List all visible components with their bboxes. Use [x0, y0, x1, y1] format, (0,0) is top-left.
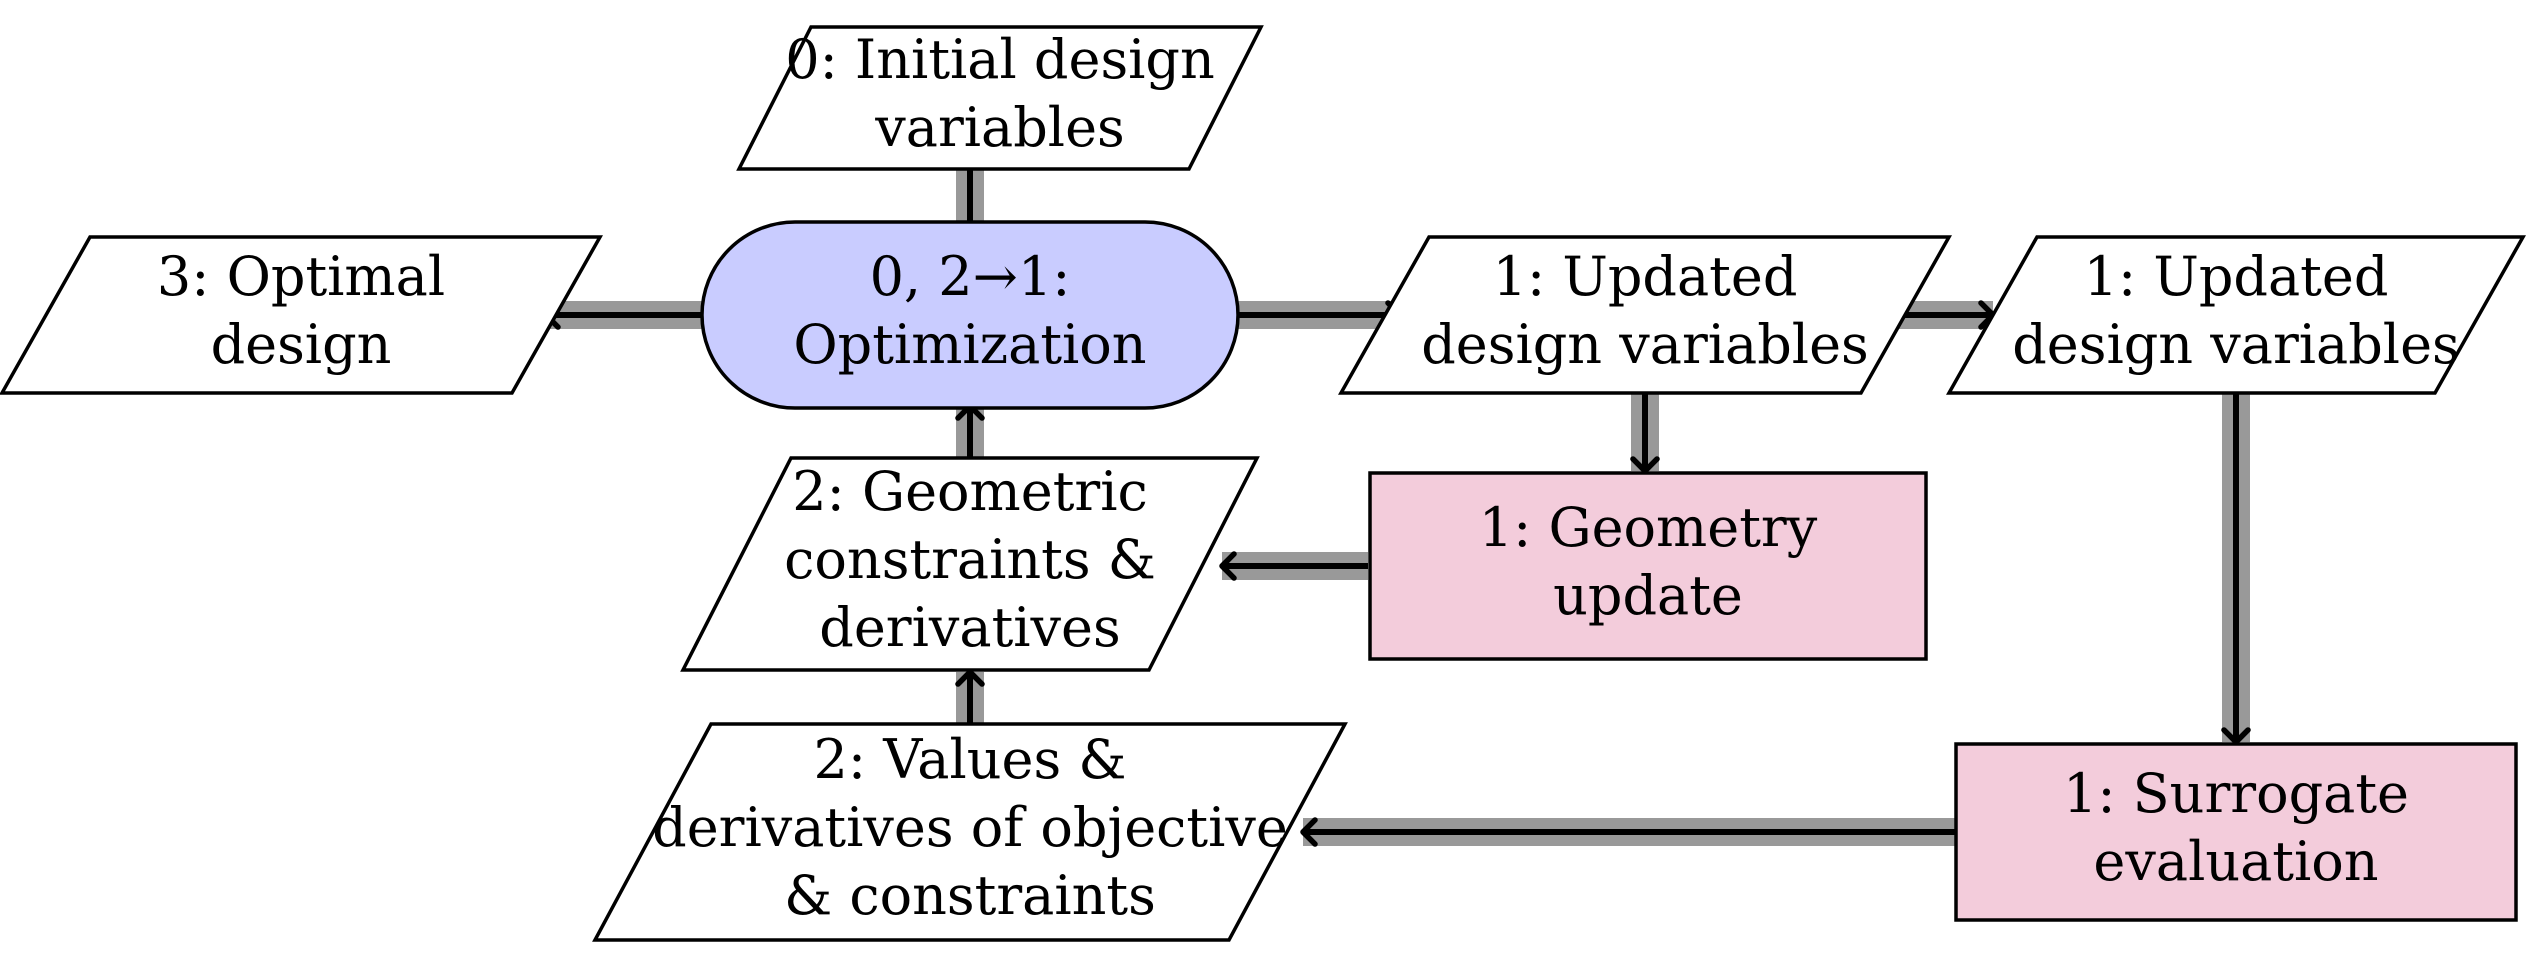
data-parallelogram: [736, 25, 1264, 171]
node-label-line: derivatives of objective: [652, 796, 1288, 859]
node-label-line: 1: Updated: [1493, 245, 1798, 308]
edge-geometric_constraints-to-optimization: [955, 403, 985, 457]
data-parallelogram: [1946, 235, 2526, 395]
node-label-line: 0, 2→1:: [870, 245, 1071, 308]
node-label-line: 1: Updated: [2084, 245, 2389, 308]
node-label-line: derivatives: [819, 596, 1120, 659]
node-label-line: Optimization: [793, 313, 1146, 376]
node-label-line: evaluation: [2093, 830, 2378, 893]
node-label-line: variables: [874, 96, 1125, 159]
node-label-line: design: [211, 313, 392, 376]
edge-geometry_update-to-geometric_constraints: [1219, 551, 1368, 581]
data-parallelogram: [1338, 235, 1952, 395]
data-parallelogram: [592, 722, 1348, 942]
node-label-line: 2: Values &: [814, 728, 1127, 791]
arrowhead-icon: [1630, 456, 1660, 474]
edge-optimization-to-optimal_design: [543, 300, 703, 330]
node-label-line: design variables: [1421, 313, 1869, 376]
node-label-line: constraints &: [784, 528, 1156, 591]
node-values-derivatives: 2: Values &derivatives of objective& con…: [592, 722, 1348, 942]
arrowhead-icon: [2221, 727, 2251, 745]
component-shape: [1954, 742, 2518, 922]
arrowhead-icon: [1219, 551, 1237, 581]
node-label-line: update: [1553, 564, 1743, 627]
node-label-line: 0: Initial design: [785, 28, 1215, 91]
edge-layer: [543, 168, 2251, 847]
edge-values_derivatives-to-geometric_constraints: [955, 669, 985, 723]
data-parallelogram: [0, 235, 603, 395]
component-shape: [1368, 471, 1928, 661]
data-parallelogram: [680, 456, 1260, 672]
node-label-line: design variables: [2012, 313, 2460, 376]
node-label-line: 3: Optimal: [157, 245, 445, 308]
arrowhead-icon: [955, 669, 985, 687]
edge-updated_design_variables_b-to-surrogate_evaluation: [2221, 393, 2251, 745]
optimizer-shape: [700, 220, 1240, 410]
edge-surrogate_evaluation-to-values_derivatives: [1300, 817, 1955, 847]
node-label-line: 1: Geometry: [1479, 496, 1818, 559]
edge-optimization-to-updated_design_variables_a: [1235, 300, 1403, 330]
arrowhead-icon: [1300, 817, 1318, 847]
node-label-line: & constraints: [784, 864, 1156, 927]
node-label-line: 2: Geometric: [792, 460, 1148, 523]
edge-updated_design_variables_a-to-geometry_update: [1630, 393, 1660, 474]
node-optimization: 0, 2→1:Optimization: [700, 220, 1240, 410]
node-label-line: 1: Surrogate: [2063, 762, 2409, 825]
